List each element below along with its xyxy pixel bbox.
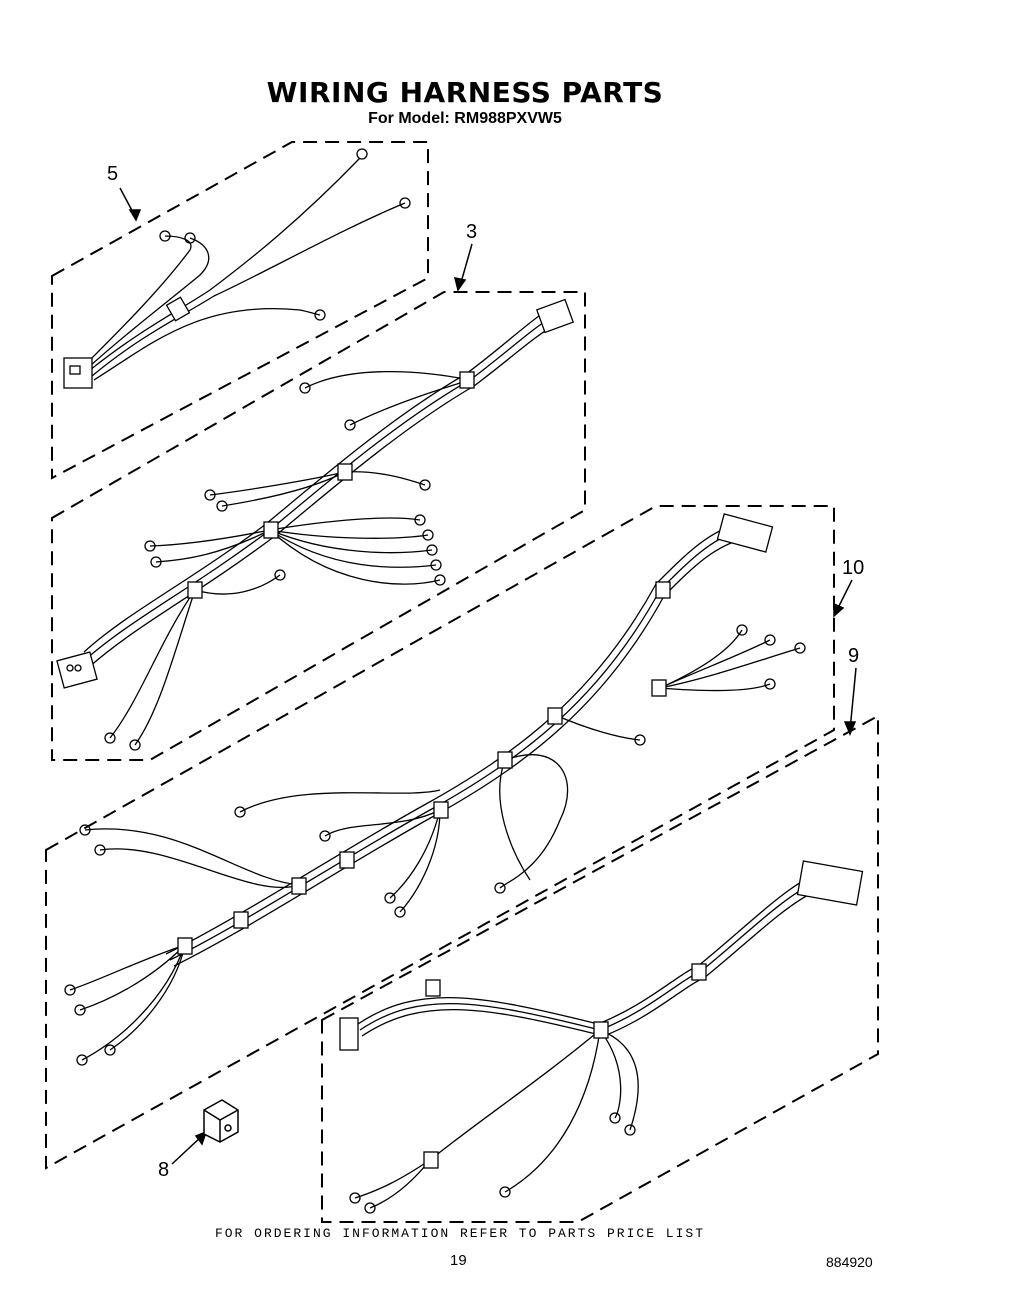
- harness-10-boundary: [45, 505, 835, 1170]
- ordering-note: FOR ORDERING INFORMATION REFER TO PARTS …: [214, 1226, 706, 1241]
- harness-5-boundary: [51, 141, 429, 480]
- callout-8: 8: [158, 1159, 169, 1181]
- page-title: WIRING HARNESS PARTS: [266, 76, 664, 109]
- harness-5: [63, 148, 411, 389]
- harness-9-boundary: [321, 714, 879, 1223]
- harness-3: [56, 298, 575, 751]
- harness-3-boundary: [51, 291, 586, 761]
- part-8-bracket: [203, 1099, 239, 1143]
- callout-10: 10: [842, 557, 864, 579]
- callout-3: 3: [466, 221, 477, 243]
- callout-5: 5: [107, 163, 118, 185]
- model-line: For Model: RM988PXVW5: [368, 110, 562, 127]
- harness-10: [64, 513, 806, 1066]
- document-number: 884920: [826, 1254, 873, 1270]
- page-number: 19: [450, 1252, 467, 1269]
- harness-9: [339, 860, 864, 1214]
- callout-9: 9: [848, 645, 859, 667]
